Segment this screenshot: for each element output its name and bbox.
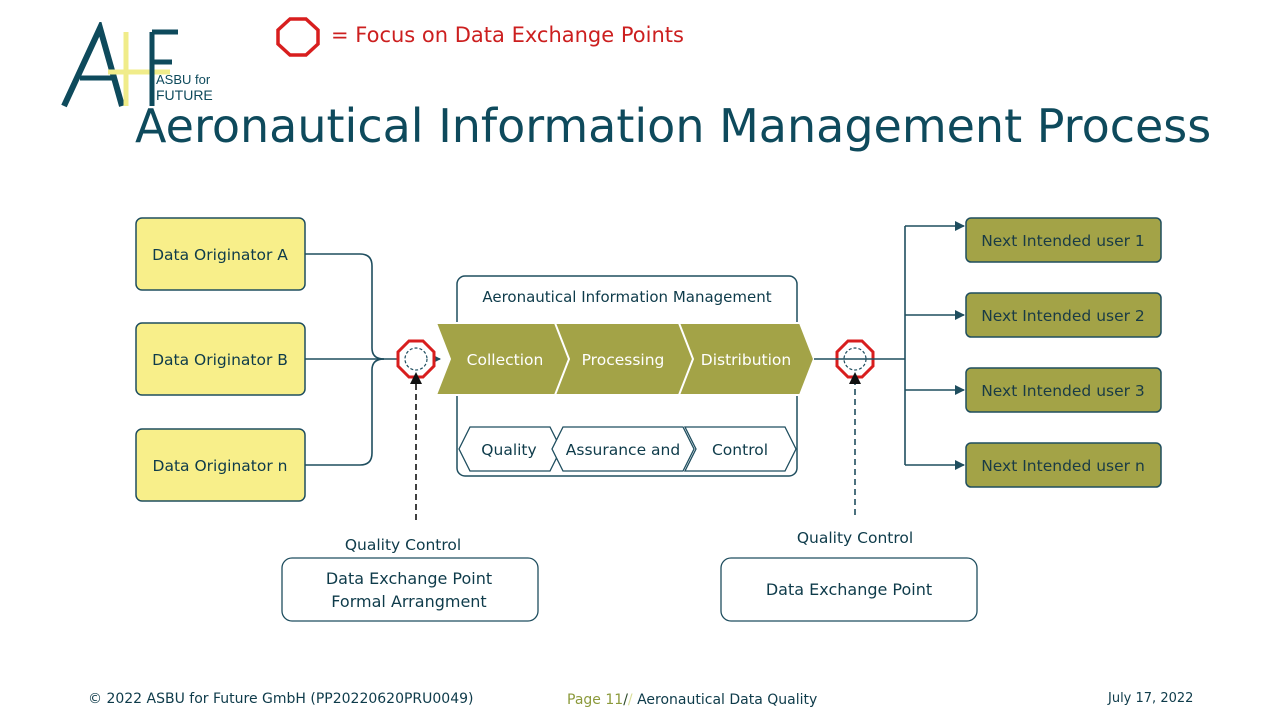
stage-processing: Processing: [553, 322, 696, 396]
qa-control-label: Control: [712, 441, 768, 459]
footer-topic: Aeronautical Data Quality: [637, 692, 818, 708]
company-logo: ASBU for FUTURE: [61, 22, 213, 108]
stage-distribution-label: Distribution: [701, 351, 791, 369]
focus-octagon-icon: [276, 17, 320, 57]
user-1: Next Intended user 1: [965, 217, 1162, 263]
user-2-label: Next Intended user 2: [981, 307, 1145, 325]
qa-assurance-label: Assurance and: [566, 441, 680, 459]
stage-collection-label: Collection: [467, 351, 544, 369]
footer-separator-2: /: [627, 692, 633, 708]
user-2: Next Intended user 2: [965, 292, 1162, 338]
page-title: Aeronautical Information Management Proc…: [135, 99, 1212, 153]
user-n: Next Intended user n: [965, 442, 1162, 488]
left-quality-caption: Quality Control: [345, 536, 461, 554]
logo-line1: ASBU for: [156, 72, 211, 87]
stage-collection: Collection: [434, 322, 572, 396]
originator-b-label: Data Originator B: [152, 351, 288, 369]
user-3: Next Intended user 3: [965, 367, 1162, 413]
footer-page-number: 11: [605, 692, 624, 708]
originator-b: Data Originator B: [135, 322, 306, 396]
legend-text: = Focus on Data Exchange Points: [331, 23, 684, 47]
logo-line2: FUTURE: [156, 87, 213, 103]
right-exchange-box: Data Exchange Point: [720, 557, 978, 622]
user-3-label: Next Intended user 3: [981, 382, 1145, 400]
left-exchange-box: Data Exchange Point Formal Arrangment: [281, 557, 539, 622]
footer-date: July 17, 2022: [1108, 691, 1194, 706]
right-quality-caption: Quality Control: [797, 529, 913, 547]
qa-control: Control: [683, 426, 797, 472]
originator-n-label: Data Originator n: [153, 457, 288, 475]
stage-distribution: Distribution: [677, 322, 816, 396]
right-exchange-label: Data Exchange Point: [766, 580, 932, 599]
footer-copyright: © 2022 ASBU for Future GmbH (PP20220620P…: [88, 691, 474, 707]
left-exchange-line2: Formal Arrangment: [331, 592, 486, 611]
logo-mark: [61, 22, 178, 108]
qa-assurance: Assurance and: [551, 426, 695, 472]
left-focus-octagon-icon: [396, 339, 436, 379]
originator-n: Data Originator n: [135, 428, 306, 502]
originator-a: Data Originator A: [135, 217, 306, 291]
qa-quality-label: Quality: [481, 441, 536, 459]
user-1-label: Next Intended user 1: [981, 232, 1145, 250]
footer-center: Page 11// Aeronautical Data Quality: [567, 692, 817, 708]
user-connectors: [814, 221, 965, 470]
originator-a-label: Data Originator A: [152, 246, 288, 264]
stage-processing-label: Processing: [582, 351, 665, 369]
aim-title: Aeronautical Information Management: [482, 288, 771, 306]
qa-quality: Quality: [458, 426, 562, 472]
footer-page-label: Page: [567, 692, 601, 708]
footer-separator: /: [623, 692, 628, 708]
left-exchange-line1: Data Exchange Point: [326, 569, 492, 588]
user-n-label: Next Intended user n: [981, 457, 1145, 475]
